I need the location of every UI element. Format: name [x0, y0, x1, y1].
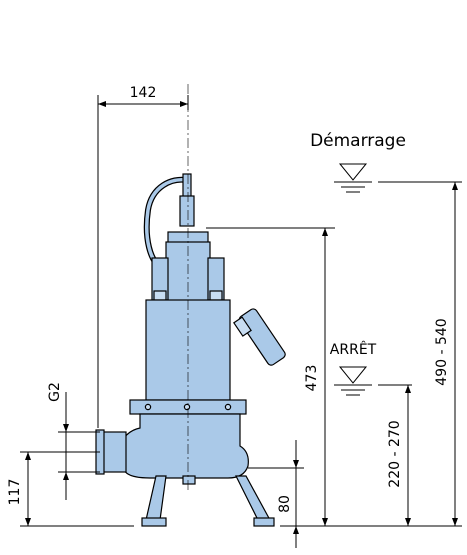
start-level-label: Démarrage	[310, 131, 406, 151]
dimension-pump-height: 473	[304, 365, 320, 392]
stop-level-symbol	[334, 366, 372, 396]
pump-foot-right	[235, 475, 272, 521]
float-switch	[233, 308, 286, 366]
dimension-lines	[20, 95, 462, 548]
dimension-outlet-height: 117	[7, 479, 23, 506]
start-level-symbol	[334, 163, 372, 193]
pump-foot-left	[145, 475, 167, 521]
dimension-foot-height: 80	[277, 495, 293, 513]
dimension-stop-level: 220 - 270	[387, 420, 403, 487]
cable-gland	[182, 173, 192, 199]
stop-level-label: ARRÊT	[330, 340, 377, 358]
volute-casing	[123, 413, 249, 479]
dimension-outlet-thread: G2	[47, 382, 63, 402]
dimension-arrows	[25, 101, 458, 534]
dimension-top-width: 142	[130, 85, 157, 101]
submersible-pump	[95, 173, 286, 527]
dimension-start-level: 490 - 540	[434, 318, 450, 385]
